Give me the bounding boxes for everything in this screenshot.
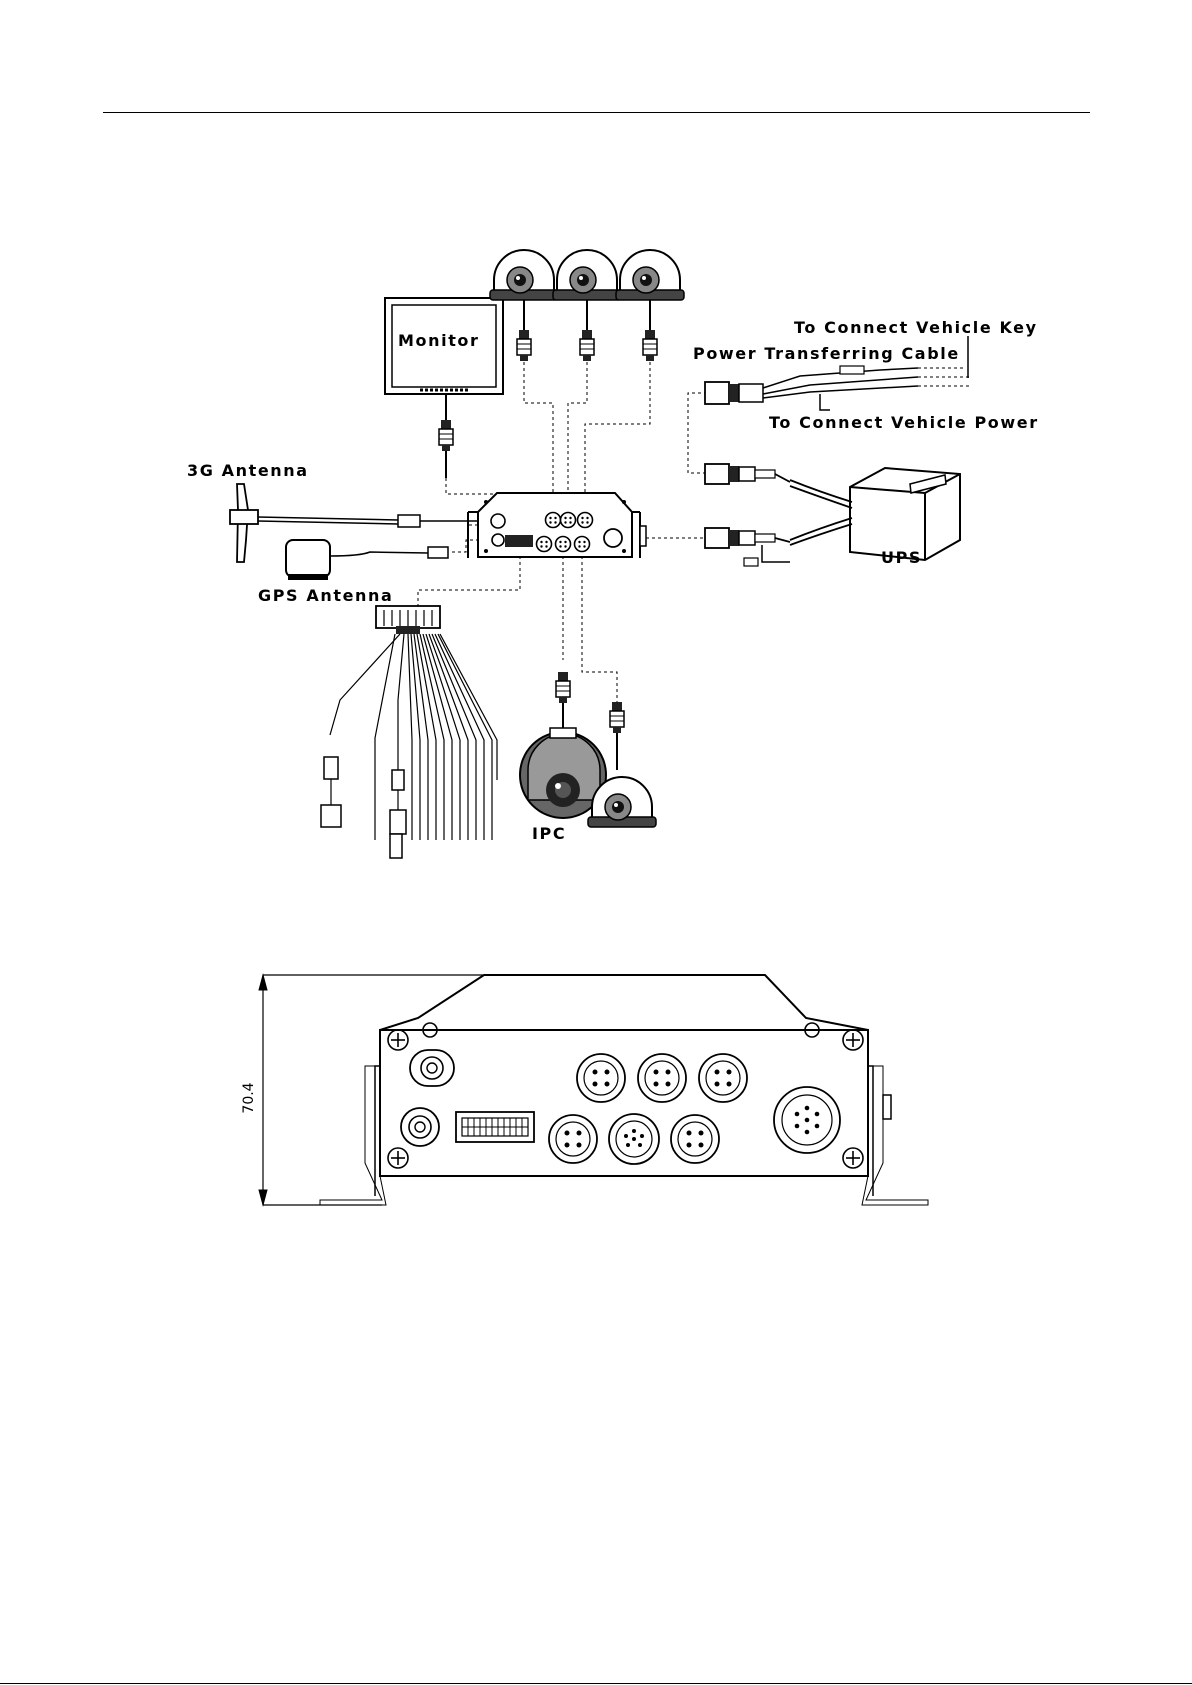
label-power-transferring-cable: Power Transferring Cable (693, 344, 960, 363)
label-vehicle-power: To Connect Vehicle Power (769, 413, 1039, 432)
label-vehicle-key: To Connect Vehicle Key (794, 318, 1038, 337)
label-ups: UPS (881, 548, 922, 567)
label-ipc: IPC (532, 824, 566, 843)
gps-antenna (286, 540, 448, 580)
label-gps-antenna: GPS Antenna (258, 586, 393, 605)
label-3g-antenna: 3G Antenna (187, 461, 309, 480)
monitor-cable (439, 394, 453, 478)
wire-harness (321, 606, 497, 858)
dimension-drawing (259, 975, 928, 1205)
dome-cameras-top (490, 250, 684, 361)
label-monitor: Monitor (398, 331, 480, 350)
dvr-unit (468, 493, 646, 558)
dimension-height-label: 70.4 (239, 1078, 259, 1118)
